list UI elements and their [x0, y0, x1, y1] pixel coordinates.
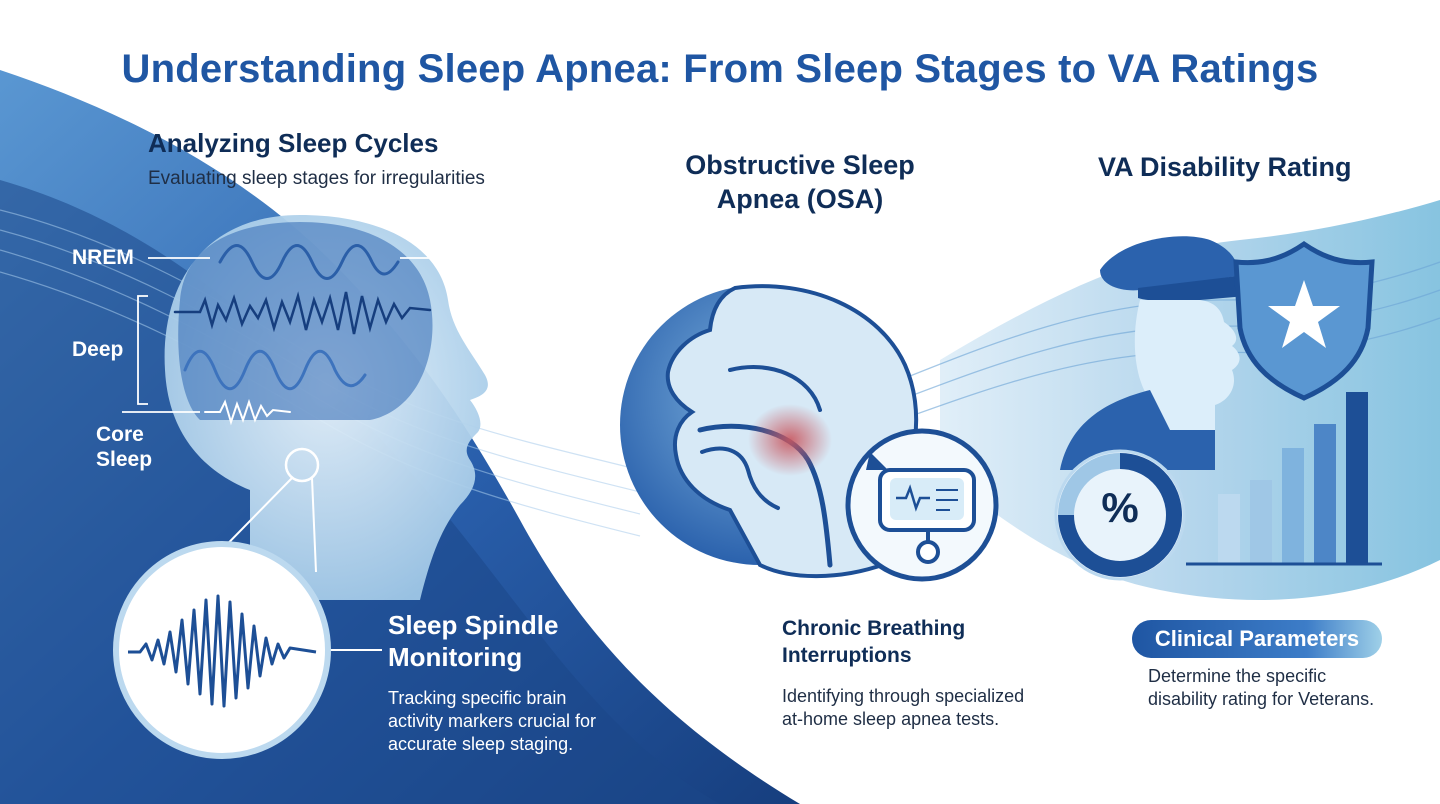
- percent-symbol: %: [1101, 484, 1139, 531]
- brain-wave-icon: [178, 222, 433, 420]
- label-core: Core: [96, 423, 144, 446]
- clinical-parameters-pill: Clinical Parameters: [1132, 620, 1382, 658]
- label-nrem: NREM: [72, 246, 134, 269]
- middle-subheading-line2: Interruptions: [782, 644, 912, 667]
- middle-heading-line2: Apnea (OSA): [716, 184, 884, 214]
- label-rem: REM: [462, 246, 509, 269]
- spindle-desc-line3: accurate sleep staging.: [388, 734, 574, 754]
- spindle-desc-line2: activity markers crucial for: [388, 711, 597, 731]
- right-heading: VA Disability Rating: [1098, 152, 1352, 182]
- spindle-heading-line2: Monitoring: [388, 642, 523, 672]
- clinical-parameters-label: Clinical Parameters: [1154, 626, 1360, 651]
- middle-desc-line1: Identifying through specialized: [782, 686, 1025, 706]
- right-desc-line1: Determine the specific: [1148, 666, 1327, 686]
- percent-gauge-icon: [1054, 449, 1186, 581]
- left-subheading: Evaluating sleep stages for irregulariti…: [148, 168, 485, 189]
- page-title: Understanding Sleep Apnea: From Sleep St…: [121, 47, 1319, 91]
- spindle-heading-line1: Sleep Spindle: [388, 610, 559, 640]
- middle-subheading-line1: Chronic Breathing: [782, 617, 966, 640]
- label-deep: Deep: [72, 338, 124, 361]
- bar-chart-icon: [1186, 392, 1382, 566]
- middle-desc-line2: at-home sleep apnea tests.: [782, 709, 1000, 729]
- label-sleep: Sleep: [96, 448, 153, 471]
- spindle-desc-line1: Tracking specific brain: [388, 688, 567, 708]
- left-heading: Analyzing Sleep Cycles: [148, 128, 439, 158]
- middle-heading-line1: Obstructive Sleep: [685, 150, 915, 180]
- right-desc-line2: disability rating for Veterans.: [1148, 689, 1375, 709]
- veteran-silhouette-icon: [1060, 236, 1246, 470]
